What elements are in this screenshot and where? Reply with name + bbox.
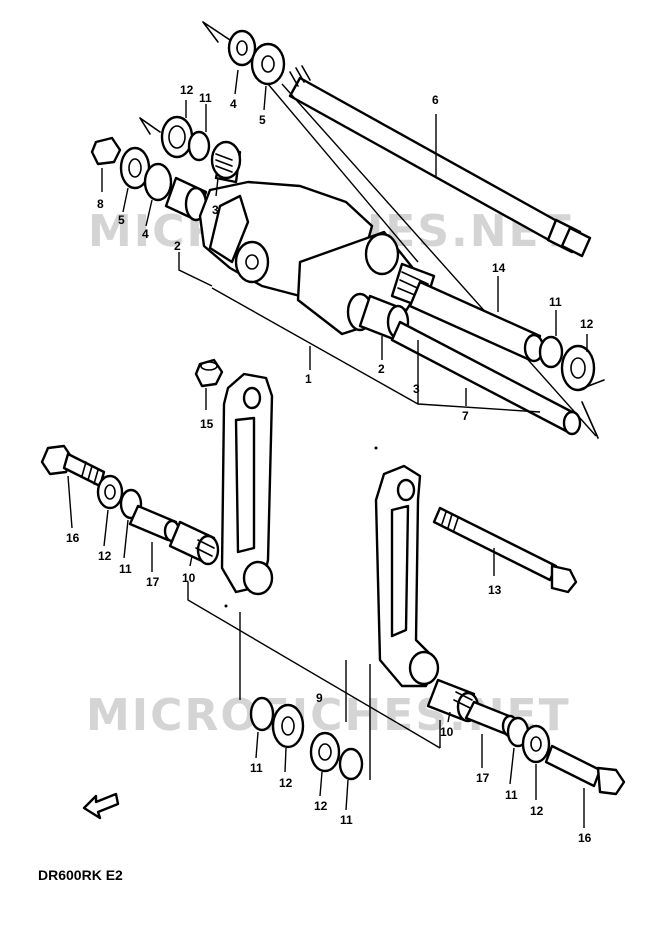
- callout-11-center: 11: [250, 761, 263, 775]
- callout-16-left: 16: [66, 531, 80, 545]
- callout-15: 15: [200, 417, 214, 431]
- part-bolt-16-left: [40, 444, 106, 488]
- part-link-rod-left: [220, 372, 274, 596]
- callout-2-right: 2: [378, 362, 385, 376]
- callout-12-center: 12: [279, 776, 293, 790]
- part-pivot-shaft: [390, 320, 582, 436]
- part-nut-8: [90, 136, 122, 166]
- callout-3-right: 3: [413, 382, 420, 396]
- part-washer-11-left: [187, 130, 211, 162]
- part-bearing-10-left: [168, 520, 220, 566]
- callout-1: 1: [305, 372, 312, 386]
- callout-11-top-left: 11: [199, 91, 212, 105]
- callout-5-left: 5: [118, 213, 125, 227]
- callout-11-right-lower: 11: [505, 788, 518, 802]
- part-nut-15: [194, 358, 224, 388]
- callout-9: 9: [316, 691, 323, 705]
- part-seal-12-center: [271, 703, 305, 749]
- callout-6: 6: [432, 93, 439, 107]
- part-bearing-10-right: [426, 678, 480, 723]
- front-arrow-icon: [82, 792, 120, 820]
- part-long-bolt: [288, 65, 592, 258]
- callout-17-right: 17: [476, 771, 490, 785]
- callout-11-lower: 11: [340, 813, 353, 827]
- part-sleeve-17-left: [128, 504, 181, 543]
- callout-11-top-right: 11: [549, 295, 562, 309]
- callout-4-top: 4: [230, 97, 237, 111]
- part-seal-12-left: [160, 115, 194, 159]
- callout-3-left: 3: [212, 203, 219, 217]
- callout-5-top: 5: [259, 113, 266, 127]
- part-washer-top-5: [250, 42, 286, 86]
- leader-lines: [67, 69, 588, 828]
- callout-7: 7: [462, 409, 469, 423]
- callout-12-lower: 12: [314, 799, 328, 813]
- callout-13: 13: [488, 583, 502, 597]
- part-bushing-2-right: [358, 294, 410, 342]
- callout-12-top-left: 12: [180, 83, 194, 97]
- part-bolt-16-right: [544, 744, 626, 796]
- part-washer-top-4: [227, 29, 257, 67]
- part-seal-12-left-lower: [96, 474, 124, 510]
- part-seal-12-lower: [309, 731, 341, 773]
- model-code: DR600RK E2: [38, 867, 123, 883]
- part-washer-11-center: [249, 696, 275, 732]
- callout-2-left: 2: [174, 239, 181, 253]
- callout-14: 14: [492, 261, 506, 275]
- part-bolt-13: [432, 506, 578, 594]
- part-link-rod-right: [374, 464, 440, 688]
- callout-16-right: 16: [578, 831, 592, 845]
- callout-10-right: 10: [440, 725, 454, 739]
- part-washer-11-right: [538, 335, 564, 369]
- callout-17-left: 17: [146, 575, 160, 589]
- callout-12-right-lower: 12: [530, 804, 544, 818]
- callout-11-left: 11: [119, 562, 132, 576]
- part-washer-4-left: [143, 162, 173, 202]
- callout-8: 8: [97, 197, 104, 211]
- part-seal-12-right-lower: [521, 724, 551, 764]
- part-bearing-3-left: [210, 140, 242, 184]
- callout-10-left: 10: [182, 571, 196, 585]
- callout-12-top-right: 12: [580, 317, 594, 331]
- callout-4-left: 4: [142, 227, 149, 241]
- part-washer-11-lower: [338, 747, 364, 781]
- callout-12-left: 12: [98, 549, 112, 563]
- part-seal-12-right: [560, 344, 596, 392]
